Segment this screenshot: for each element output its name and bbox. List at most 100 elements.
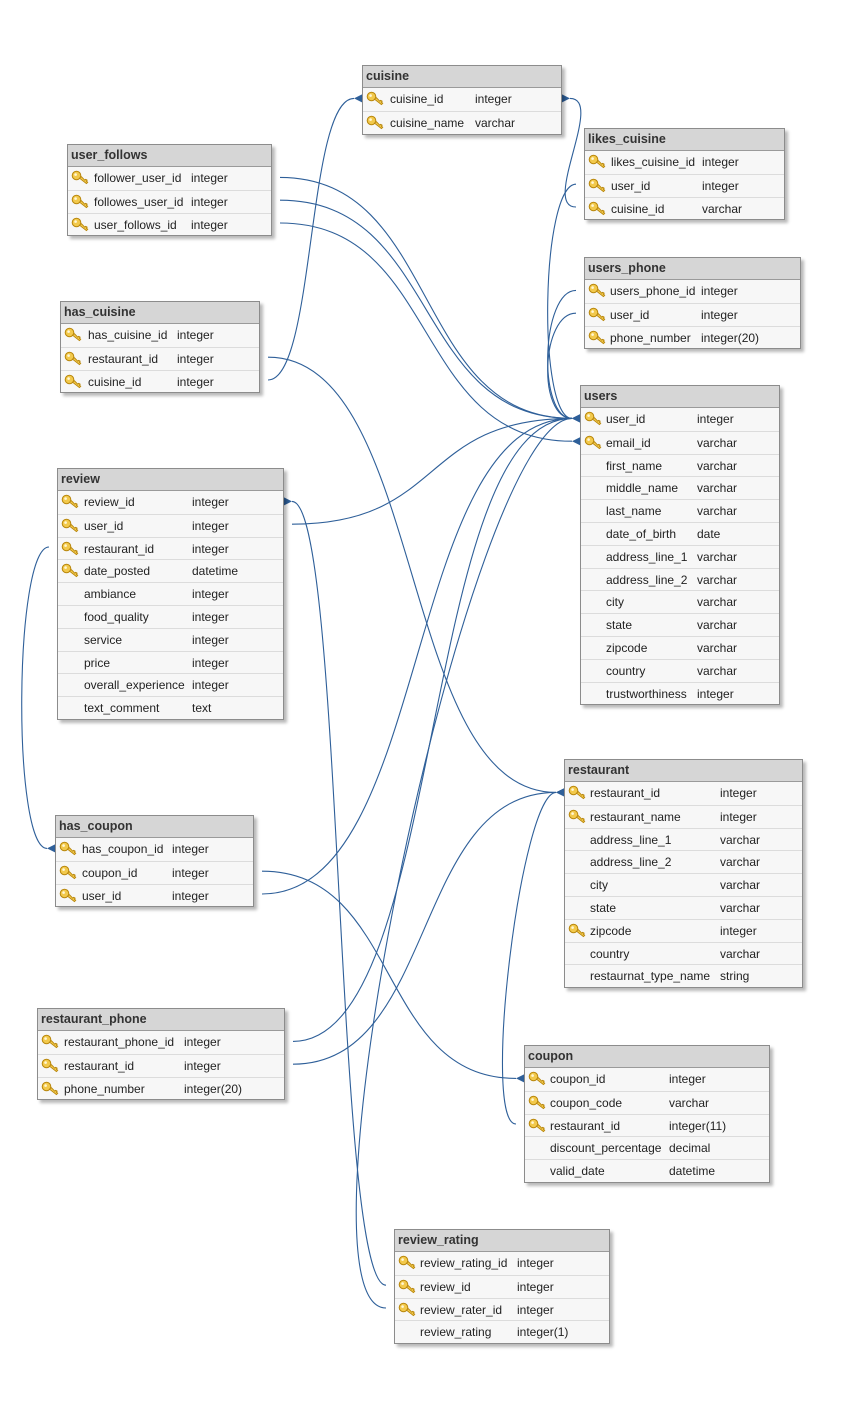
table-title[interactable]: review_rating	[395, 1230, 609, 1252]
column-name: coupon_id	[550, 1072, 606, 1086]
column-name: zipcode	[590, 923, 632, 938]
table-title[interactable]: likes_cuisine	[585, 129, 784, 151]
table-title[interactable]: restaurant	[565, 760, 802, 782]
key-icon	[568, 809, 586, 824]
column-type: integer	[172, 865, 209, 880]
column-type: integer	[177, 374, 214, 389]
table-title[interactable]: review	[58, 469, 283, 491]
key-icon	[398, 1302, 416, 1317]
table-title[interactable]: has_coupon	[56, 816, 253, 838]
column-type: integer	[184, 1058, 221, 1073]
column-type: integer(1)	[517, 1325, 569, 1340]
column-name: address_line_2	[606, 572, 688, 587]
table-title[interactable]: restaurant_phone	[38, 1009, 284, 1031]
table-title[interactable]: users_phone	[585, 258, 800, 280]
column-name: overall_experience	[84, 678, 185, 693]
column-type: integer	[184, 1035, 221, 1049]
key-icon	[71, 217, 89, 232]
column-type: integer	[192, 518, 229, 533]
table-title[interactable]: coupon	[525, 1046, 769, 1068]
table-title[interactable]: cuisine	[363, 66, 561, 88]
column-type: varchar	[475, 115, 516, 130]
column-row[interactable]: cuisine_id integer	[61, 369, 259, 393]
table-title[interactable]: user_follows	[68, 145, 271, 167]
table-title[interactable]: has_cuisine	[61, 302, 259, 324]
column-name: cuisine_id	[88, 374, 142, 389]
table-title[interactable]: users	[581, 386, 779, 408]
